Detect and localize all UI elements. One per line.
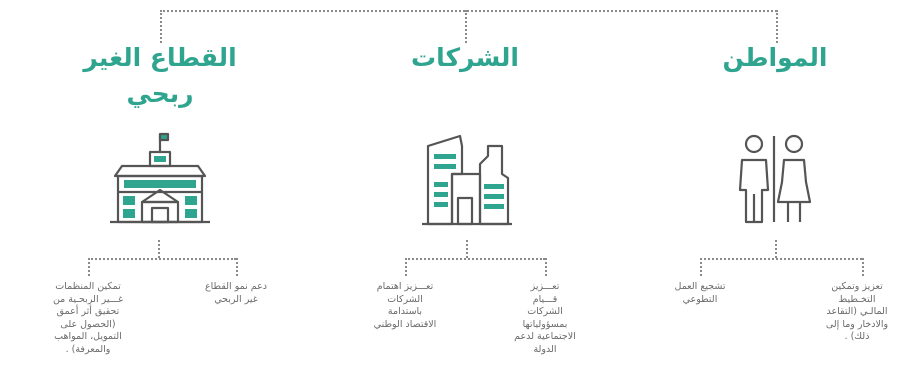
item-line: التطوعي — [682, 293, 718, 305]
office-buildings-icon — [422, 134, 512, 226]
item-line: الشركات — [387, 293, 423, 305]
item-line: دعم نمو القطاع — [204, 281, 267, 292]
connector-icon-companies — [466, 240, 468, 258]
man-woman-icon — [738, 134, 812, 224]
item-line: تعزيز وتمكين — [831, 281, 883, 292]
item-line: الدولة — [533, 343, 557, 355]
nonprofit-item-1: دعم نمو القطاع غير الربحي — [190, 281, 282, 306]
item-line: تشجيع العمل — [674, 281, 726, 292]
companies-item-2: تعـــزيز قـــيام الشركات بمسؤولياتها الا… — [493, 281, 597, 356]
connector-item-ci-left — [700, 258, 702, 276]
item-line: تعـــزيز — [530, 281, 560, 292]
connector-icon-nonprofit — [158, 240, 160, 258]
companies-item-1: تعـــزيز اهتمام الشركات باستدامة الاقتصا… — [350, 281, 460, 331]
item-line: قـــيام — [532, 293, 558, 305]
item-line: بمسؤولياتها — [522, 318, 568, 330]
item-line: (الحصول على — [60, 318, 116, 330]
item-line: الاجتماعية لدعم — [514, 331, 576, 342]
item-line: والمعرفة) . — [65, 343, 111, 355]
connector-item-np-left — [88, 258, 90, 276]
item-line: والادخار وما إلى — [825, 318, 889, 330]
connector-split-companies — [405, 258, 545, 260]
citizen-title: المواطن — [722, 43, 828, 72]
connector-icon-citizen — [775, 240, 777, 258]
item-line: ذلك) . — [844, 331, 870, 342]
connector-drop-companies — [465, 10, 467, 43]
connector-split-nonprofit — [88, 258, 236, 260]
connector-item-co-right — [545, 258, 547, 276]
nonprofit-title-line2: ربحي — [126, 79, 194, 108]
connector-drop-citizen — [776, 10, 778, 43]
connector-drop-nonprofit — [160, 10, 162, 43]
nonprofit-title-line1: القطاع الغير — [83, 43, 237, 72]
connector-split-citizen — [700, 258, 862, 260]
school-building-icon — [110, 132, 210, 224]
top-connector — [160, 10, 777, 12]
nonprofit-title: القطاع الغير ربحي — [60, 40, 260, 112]
item-line: تحقيق أثر أعمق — [56, 306, 120, 317]
citizen-item-2: تعزيز وتمكين التخـطيط المالـي (التقاعد و… — [808, 281, 906, 344]
companies-title: الشركات — [411, 43, 519, 72]
item-line: باستدامة — [387, 306, 423, 317]
connector-item-co-left — [405, 258, 407, 276]
item-line: تمكين المنظمات — [55, 281, 121, 292]
item-line: المالـي (التقاعد — [826, 306, 888, 317]
nonprofit-item-2: تمكين المنظمات غـــير الربحـية من تحقيق … — [34, 281, 142, 356]
item-line: الشركات — [527, 306, 563, 317]
item-line: الاقتصاد الوطني — [373, 318, 437, 330]
item-line: غير الربحي — [214, 293, 258, 305]
citizen-item-1: تشجيع العمل التطوعي — [650, 281, 750, 306]
item-line: غـــير الربحـية من — [52, 293, 124, 305]
connector-item-ci-right — [862, 258, 864, 276]
item-line: التمويل، المواهب — [54, 331, 122, 342]
item-line: تعـــزيز اهتمام — [376, 281, 434, 292]
connector-item-np-right — [236, 258, 238, 276]
item-line: التخـطيط — [838, 293, 876, 305]
